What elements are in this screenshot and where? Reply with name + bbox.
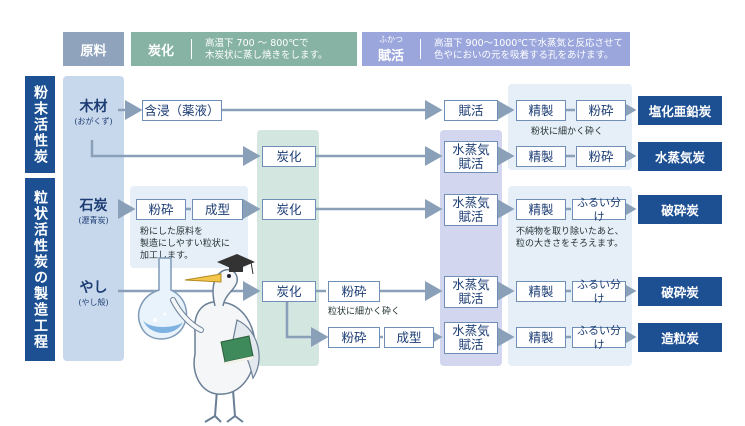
header-carbonize-label: 炭化 xyxy=(147,43,174,59)
header-activate: ふかつ 賦活 高温下 900〜1000℃で水蒸気と反応させて色やにおいの元を吸着… xyxy=(362,32,630,66)
step-crush: 粉砕 xyxy=(136,199,186,220)
step-steam-activation: 水蒸気賦活 xyxy=(444,322,498,354)
step-crush: 粉砕 xyxy=(576,146,626,167)
output-granulated-carbon: 造粒炭 xyxy=(638,323,722,352)
material-palm-name: やし xyxy=(79,280,108,296)
header-activate-label: 賦活 xyxy=(377,49,404,64)
header-carbonize: 炭化 高温下 700 〜 800℃で木炭状に蒸し焼きをします。 xyxy=(131,32,357,66)
step-sieve: ふるい分け xyxy=(572,196,626,223)
header-divider xyxy=(191,39,192,59)
step-crush: 粉砕 xyxy=(328,281,380,302)
step-carbonize: 炭化 xyxy=(262,146,316,167)
output-crushed-carbon-palm: 破砕炭 xyxy=(638,277,722,306)
step-steam-activation: 水蒸気賦活 xyxy=(444,141,498,173)
side-label-powder: 粉末活性炭 xyxy=(25,76,55,173)
step-refine: 精製 xyxy=(516,281,566,302)
material-palm: やし (やし殻) xyxy=(63,277,124,308)
header-raw: 原料 xyxy=(63,32,124,66)
step-steam-activation: 水蒸気賦活 xyxy=(444,194,498,226)
header-carbonize-desc: 高温下 700 〜 800℃で木炭状に蒸し焼きをします。 xyxy=(205,38,328,61)
note-coal-prep: 粉にした原料を製造にしやすい粒状に加工します。 xyxy=(140,227,230,261)
material-coal-reading: (瀝青炭) xyxy=(78,216,109,225)
step-refine: 精製 xyxy=(516,327,566,348)
step-shaping: 成型 xyxy=(384,327,434,348)
header-activate-ruby: ふかつ xyxy=(379,35,403,44)
step-impregnate: 含浸（薬液） xyxy=(142,100,222,121)
material-coal-name: 石炭 xyxy=(79,198,108,214)
step-refine: 精製 xyxy=(516,146,566,167)
step-sieve: ふるい分け xyxy=(572,324,626,351)
output-steam-carbon: 水蒸気炭 xyxy=(638,142,722,171)
material-coal: 石炭 (瀝青炭) xyxy=(63,195,124,226)
note-granule-crush: 粒状に細かく砕く xyxy=(328,307,401,317)
flask-icon xyxy=(138,257,188,340)
raw-material-band xyxy=(63,76,124,361)
step-sieve: ふるい分け xyxy=(572,278,626,305)
output-crushed-carbon-coal: 破砕炭 xyxy=(638,195,722,224)
step-carbonize: 炭化 xyxy=(262,199,316,220)
material-palm-reading: (やし殻) xyxy=(78,298,109,307)
note-impurity: 不純物を取り除いたあと、粒の大きさをそろえます。 xyxy=(516,227,624,249)
book-icon xyxy=(220,335,254,365)
step-refine: 精製 xyxy=(516,199,566,220)
step-crush: 粉砕 xyxy=(328,327,380,348)
header-divider xyxy=(420,39,421,59)
step-activation: 賦活 xyxy=(444,100,498,121)
step-crush: 粉砕 xyxy=(576,100,626,121)
step-steam-activation: 水蒸気賦活 xyxy=(444,276,498,308)
step-shaping: 成型 xyxy=(192,199,243,220)
output-zinc-chloride-carbon: 塩化亜鉛炭 xyxy=(638,96,722,125)
side-label-granular: 粒状活性炭の製造工程 xyxy=(25,178,55,361)
material-wood: 木材 (おがくず) xyxy=(63,96,124,127)
material-wood-name: 木材 xyxy=(79,99,108,115)
header-raw-label: 原料 xyxy=(80,43,107,59)
note-fine-crush: 粉状に細かく砕く xyxy=(531,127,604,137)
material-wood-reading: (おがくず) xyxy=(74,117,113,126)
bird-mascot-illustration xyxy=(138,254,260,423)
header-activate-desc: 高温下 900〜1000℃で水蒸気と反応させて色やにおいの元を吸着する孔をあけま… xyxy=(434,38,623,61)
step-refine: 精製 xyxy=(516,100,566,121)
step-carbonize: 炭化 xyxy=(262,281,316,302)
